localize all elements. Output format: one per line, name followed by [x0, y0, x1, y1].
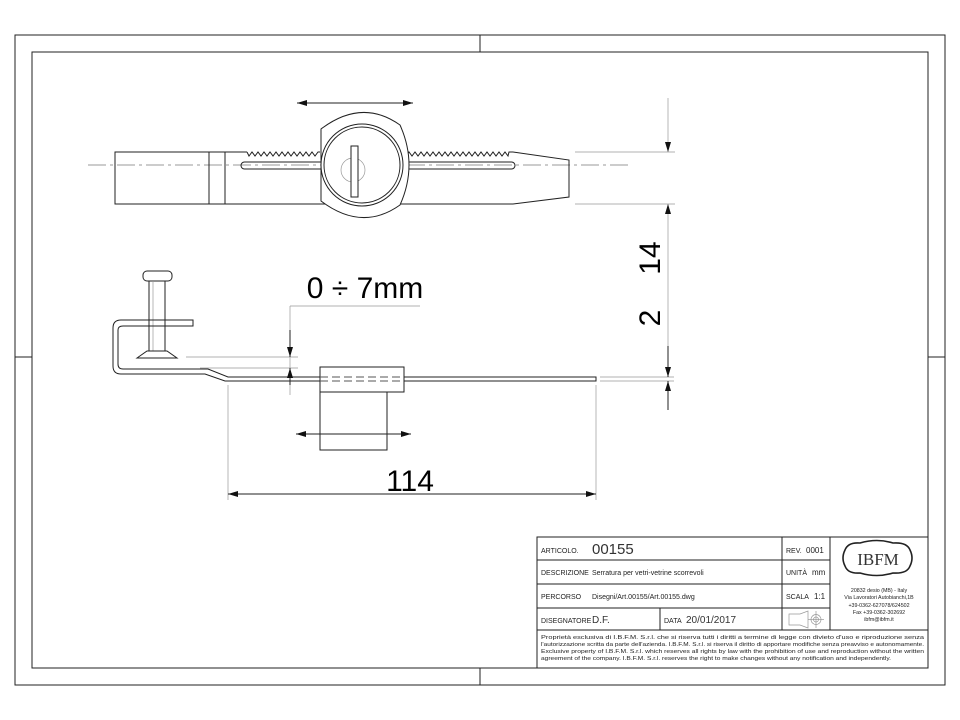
address-line: ibfm@ibfm.it — [864, 617, 894, 623]
disegnatore-label: DISEGNATORE — [541, 618, 592, 625]
address-line: +39-0362-627078/624502 — [848, 603, 909, 609]
projection-symbol-icon — [788, 610, 824, 629]
percorso-label: PERCORSO — [541, 594, 582, 601]
address-line: 20832 desio (MB) - Italy — [851, 588, 908, 594]
scala-value: 1:1 — [814, 592, 826, 601]
unita-label: UNITÀ — [786, 568, 807, 577]
notes-line: Exclusive property of I.B.F.M. S.r.l. wh… — [541, 649, 924, 655]
logo-text: IBFM — [857, 550, 899, 569]
side-view — [112, 234, 674, 500]
title-block: ARTICOLO. 00155 REV. 0001 DESCRIZIONE Se… — [536, 536, 929, 669]
disegnatore-value: D.F. — [592, 615, 610, 626]
width-dimension-label: 114 — [386, 465, 434, 498]
unita-value: mm — [812, 568, 826, 577]
height-dimension-label: 14 — [634, 241, 667, 274]
address-line: Fax +39-0362-302692 — [853, 610, 905, 616]
ibfm-logo: IBFM — [842, 539, 913, 577]
descrizione-label: DESCRIZIONE — [541, 570, 589, 577]
address-line: Via Lavoratori Autobianchi,1B — [844, 595, 914, 601]
notes-line: agreement of the company. I.B.F.M. S.r.l… — [541, 656, 891, 662]
percorso-value: Disegni/Art.00155/Art.00155.dwg — [592, 594, 695, 601]
data-value: 20/01/2017 — [686, 615, 736, 626]
rev-label: REV. — [786, 548, 802, 555]
articolo-label: ARTICOLO. — [541, 548, 579, 555]
gap-dimension-label: 0 ÷ 7mm — [307, 272, 423, 305]
rev-value: 0001 — [806, 546, 824, 555]
descrizione-value: Serratura per vetri-vetrine scorrevoli — [592, 570, 704, 577]
articolo-value: 00155 — [592, 541, 634, 558]
thickness-dimension-label: 2 — [634, 310, 667, 327]
top-view — [88, 98, 675, 234]
scala-label: SCALA — [786, 594, 809, 601]
drawing-frame — [14, 34, 946, 686]
data-label: DATA — [664, 618, 682, 625]
notes-line: Proprietà esclusiva di I.B.F.M. S.r.l. c… — [541, 635, 924, 641]
notes-line: l'autorizzazione scritta da parte dell'a… — [541, 642, 924, 648]
